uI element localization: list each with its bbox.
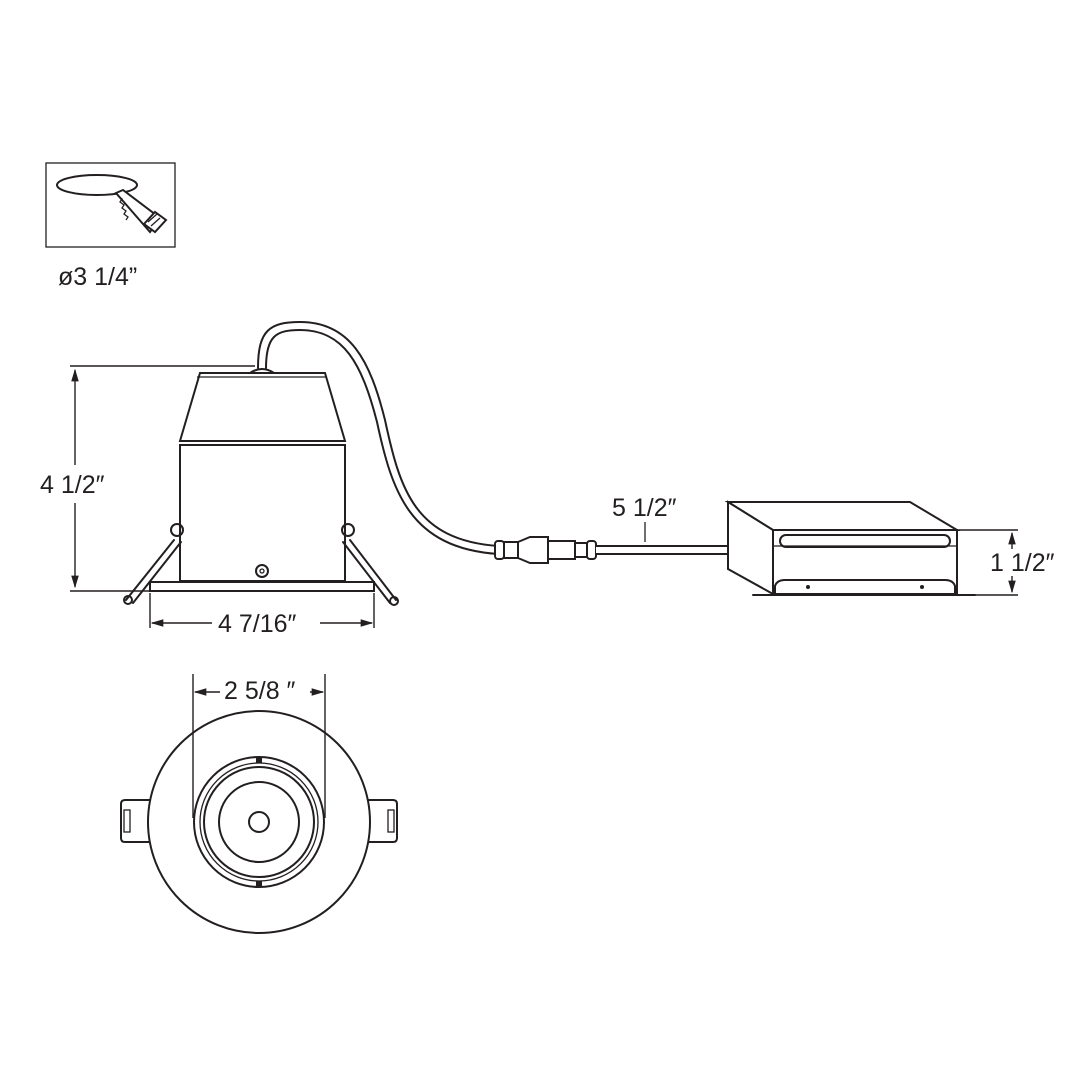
fixture-width-label: 4 7/16″ [218, 610, 297, 638]
fixture-height-label: 4 1/2″ [40, 471, 105, 499]
left-spring-clip [123, 523, 184, 605]
quick-connector [494, 536, 750, 564]
driver-box [724, 500, 976, 596]
driver-box-height-label: 1 1/2″ [990, 549, 1055, 577]
fixture-side-view: 4 1/2″ 4 7/16″ [35, 321, 499, 640]
cutout-diameter-label: ø3 1/4” [58, 263, 137, 291]
aperture-width-label: 2 5/8 ″ [224, 677, 296, 705]
hole-saw-cutout-icon [56, 174, 168, 234]
cutout-icon-box [45, 162, 176, 248]
fixture-front-view: 2 5/8 ″ [120, 674, 398, 934]
right-spring-clip [341, 523, 399, 606]
cable-length-label: 5 1/2″ [612, 494, 677, 522]
